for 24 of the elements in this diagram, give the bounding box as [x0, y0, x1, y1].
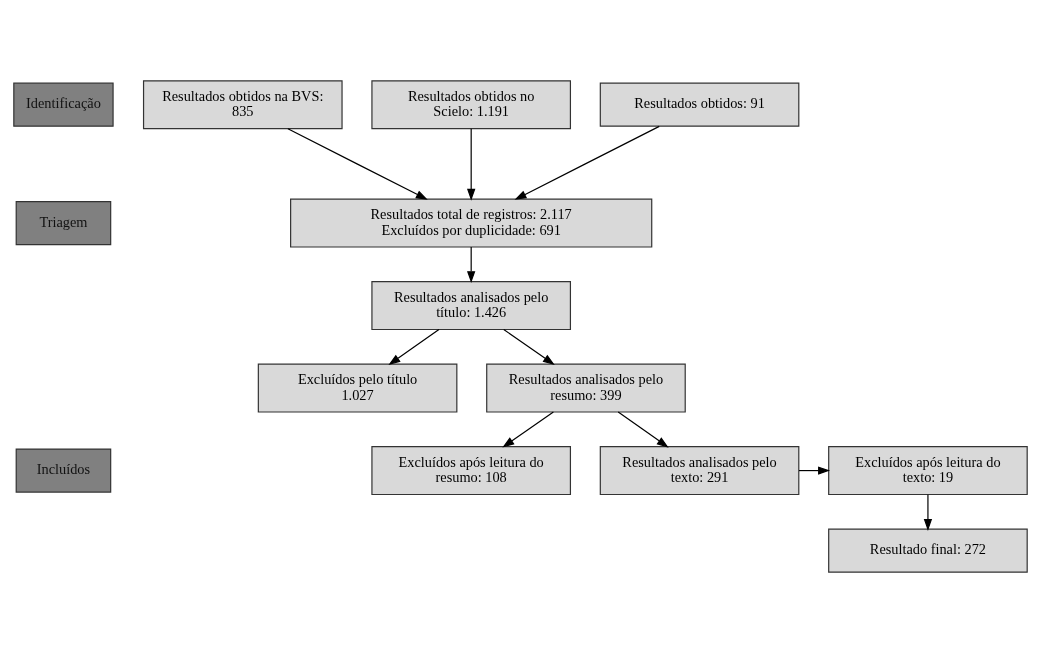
- arrow: [502, 328, 555, 365]
- arrow: [514, 125, 660, 200]
- node-box: Resultados obtidos na BVS: 835: [142, 79, 343, 129]
- node-box: Triagem: [15, 200, 111, 245]
- node-box: Resultados total de registros: 2.117 Excluídos por duplicidade: 691: [289, 198, 652, 248]
- node-box: Resultado final: 272: [827, 528, 1028, 573]
- node-box: Excluídos após leitura do texto: 19: [827, 445, 1028, 495]
- node-box: Identificação: [12, 82, 114, 127]
- node-box: Excluídos após leitura do resumo: 108: [370, 445, 571, 495]
- arrow: [501, 410, 554, 448]
- arrow: [286, 127, 428, 200]
- arrow: [387, 328, 440, 365]
- node-box: Resultados obtidos no Scielo: 1.191: [370, 79, 571, 129]
- node-box: Incluídos: [15, 447, 111, 493]
- node-box: Excluídos pelo título 1.027: [257, 363, 457, 413]
- arrow: [466, 245, 475, 283]
- arrow: [797, 465, 830, 475]
- arrow: [923, 493, 932, 531]
- node-box: Resultados analisados pelo texto: 291: [599, 445, 799, 495]
- node-box: Resultados analisados pelo título: 1.426: [370, 280, 571, 330]
- node-box: Resultados analisados pelo resumo: 399: [485, 363, 686, 413]
- node-box: Resultados obtidos: 91: [599, 82, 799, 127]
- arrow: [466, 127, 475, 201]
- arrow: [617, 410, 669, 448]
